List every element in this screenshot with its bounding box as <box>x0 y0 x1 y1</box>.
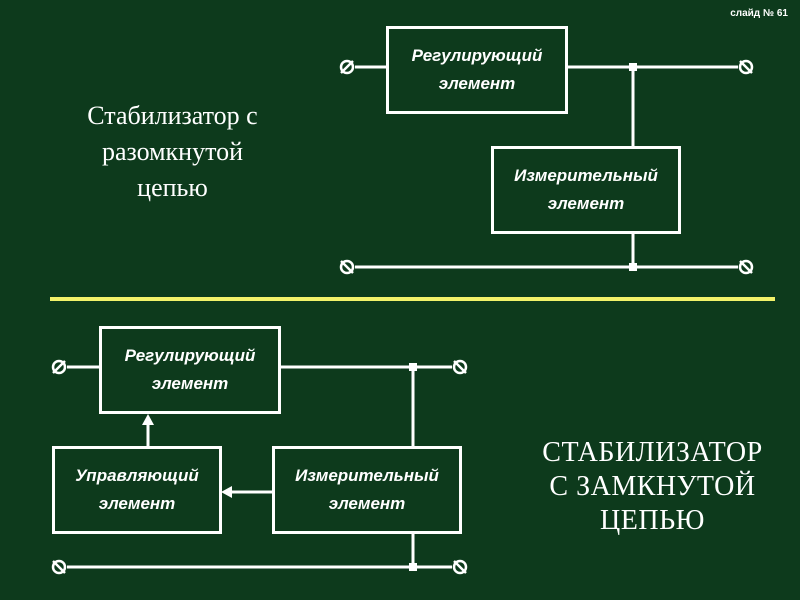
block-label: элемент <box>438 74 516 93</box>
terminal-icon <box>339 59 355 75</box>
bottom-arrowheads <box>142 414 232 498</box>
title-line: разомкнутой <box>101 137 244 166</box>
terminal-icon <box>738 259 754 275</box>
terminal-icon <box>51 359 67 375</box>
junction-node <box>629 263 637 271</box>
bottom-junctions <box>409 363 417 571</box>
block-label: элемент <box>547 194 625 213</box>
block-label: Управляющий <box>75 466 199 485</box>
regulating-element-block: Регулирующий элемент <box>99 326 281 414</box>
junction-node <box>409 363 417 371</box>
terminal-icon <box>452 359 468 375</box>
control-element-block: Управляющий элемент <box>52 446 222 534</box>
slide-number: слайд № 61 <box>730 8 788 19</box>
arrow-up-icon <box>142 414 154 425</box>
block-label: элемент <box>328 494 406 513</box>
terminal-icon <box>738 59 754 75</box>
title-line: СТАБИЛИЗАТОР <box>542 437 763 468</box>
title-line: С ЗАМКНУТОЙ <box>549 471 756 502</box>
junction-node <box>629 63 637 71</box>
block-label: элемент <box>98 494 176 513</box>
title-line: цепью <box>137 173 208 202</box>
measuring-element-block: Измерительный элемент <box>272 446 462 534</box>
terminal-icon <box>452 559 468 575</box>
block-label: Измерительный <box>514 166 658 185</box>
terminal-icon <box>51 559 67 575</box>
junction-node <box>409 563 417 571</box>
title-line: ЦЕПЬЮ <box>600 505 705 536</box>
open-loop-title: Стабилизатор с разомкнутой цепью <box>40 98 305 206</box>
bottom-terminals <box>51 359 468 575</box>
bottom-wires <box>67 365 452 569</box>
arrow-left-icon <box>221 486 232 498</box>
top-junctions <box>629 63 637 271</box>
top-terminals <box>339 59 754 275</box>
block-label: элемент <box>151 374 229 393</box>
block-label: Регулирующий <box>124 346 256 365</box>
terminal-icon <box>339 259 355 275</box>
top-wires <box>355 65 738 269</box>
block-label: Регулирующий <box>411 46 543 65</box>
title-line: Стабилизатор с <box>87 101 258 130</box>
measuring-element-block: Измерительный элемент <box>491 146 681 234</box>
regulating-element-block: Регулирующий элемент <box>386 26 568 114</box>
block-label: Измерительный <box>295 466 439 485</box>
closed-loop-title: СТАБИЛИЗАТОР С ЗАМКНУТОЙ ЦЕПЬЮ <box>510 436 795 538</box>
